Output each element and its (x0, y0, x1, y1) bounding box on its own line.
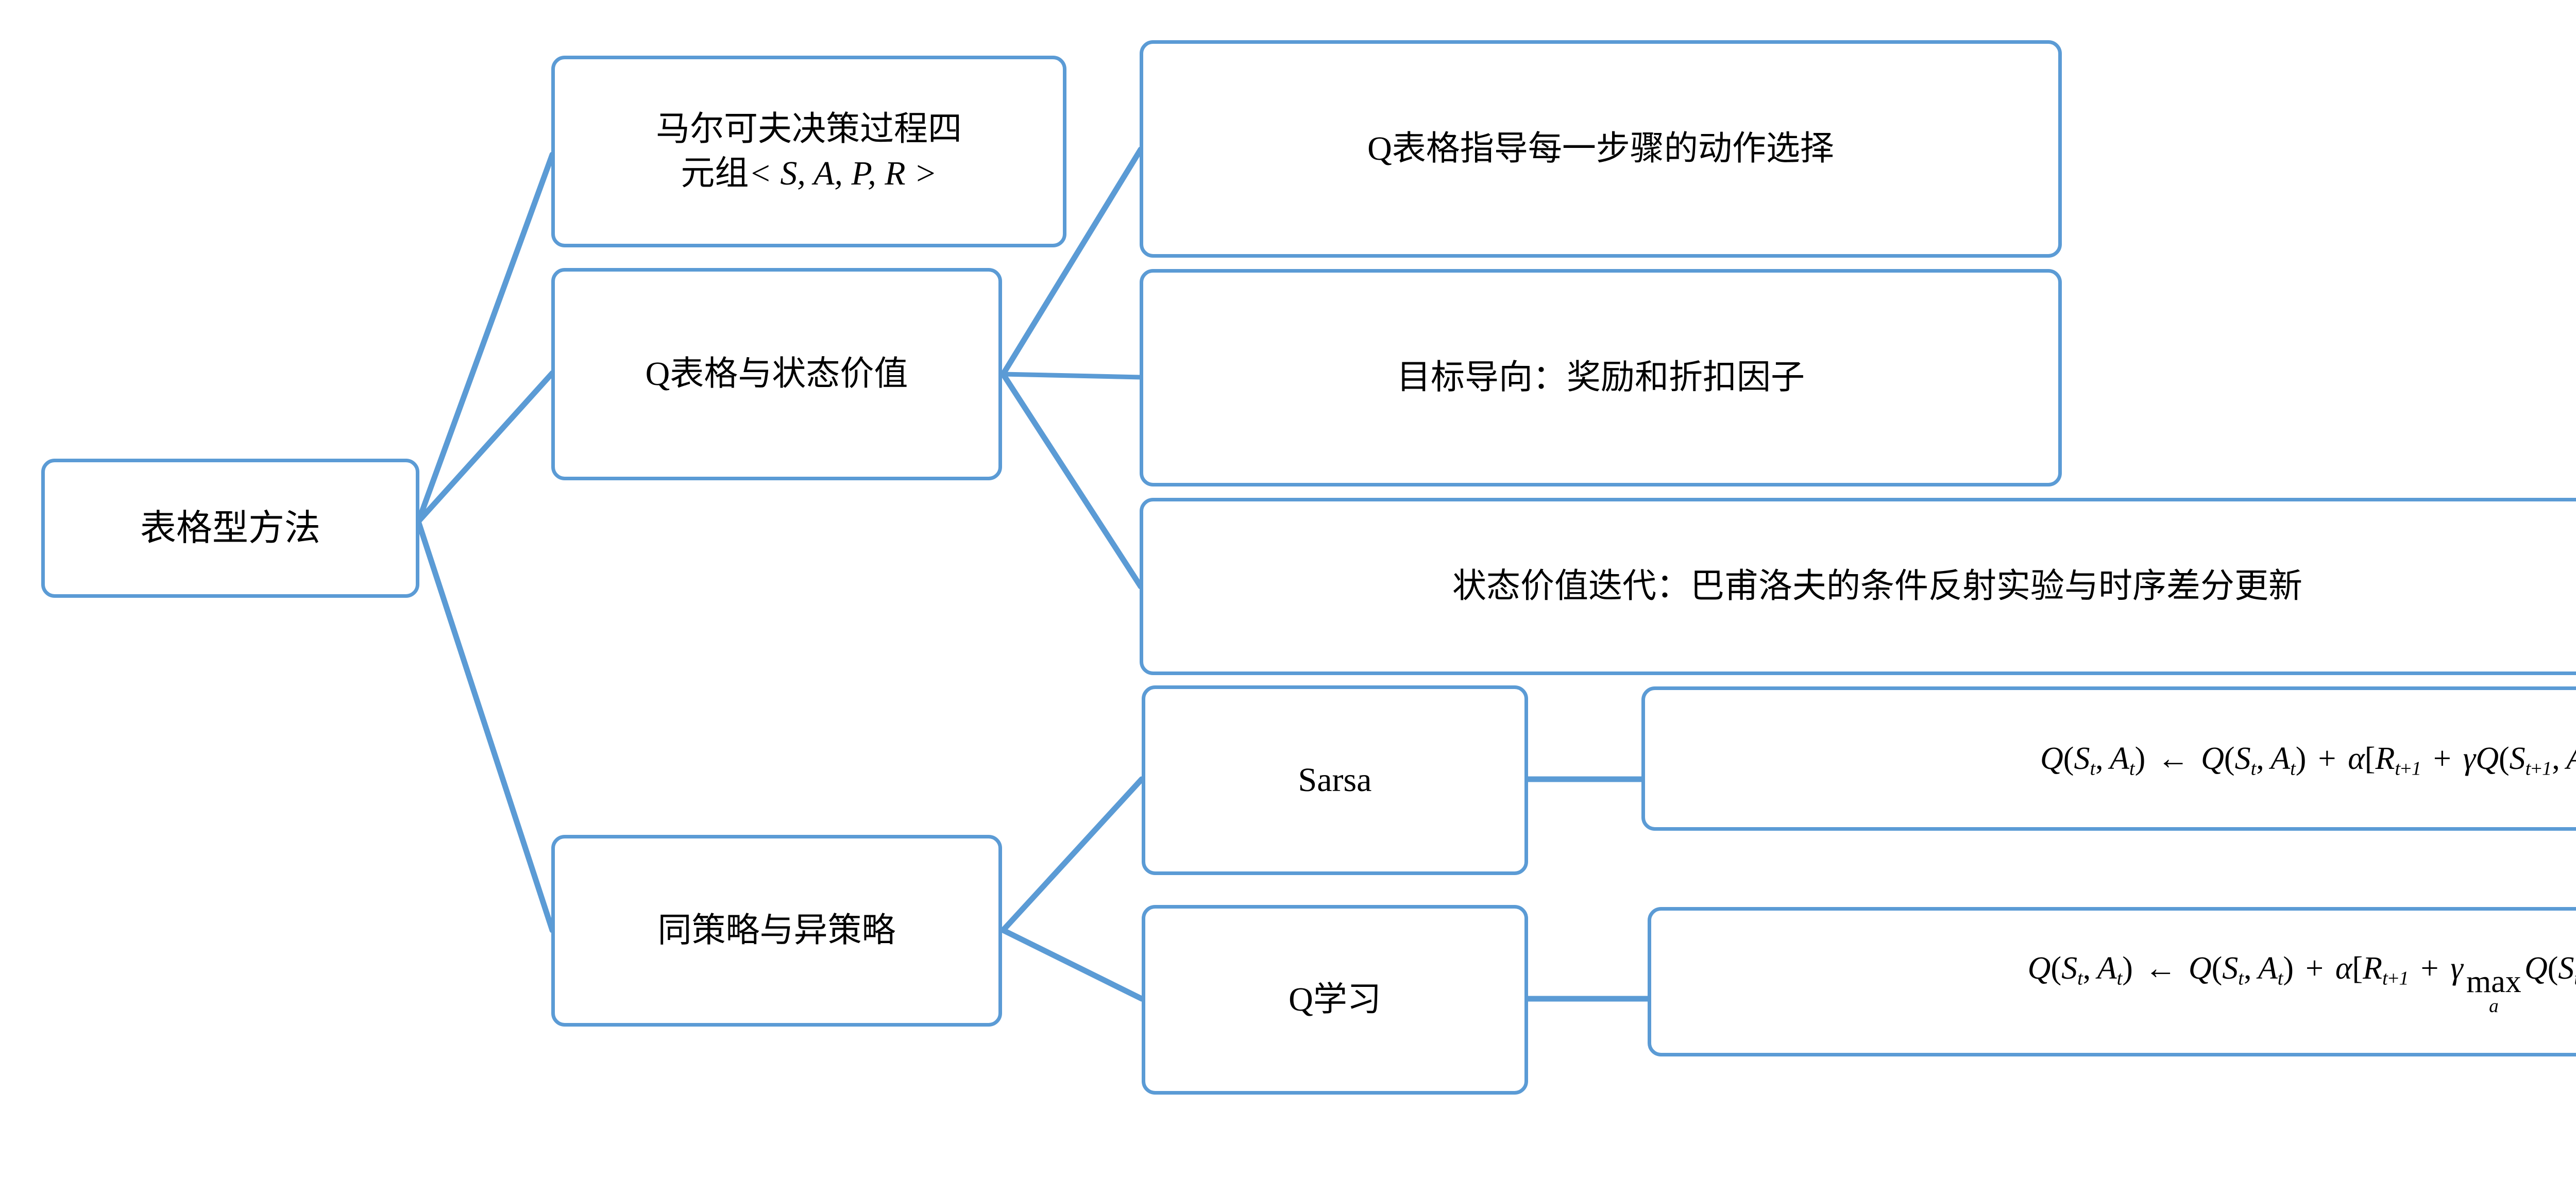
node-q-table-state-value-label: Q表格与状态价值 (645, 355, 908, 393)
link-qtable-to-child2 (1001, 372, 1143, 380)
link-qtable-to-child3 (1000, 371, 1144, 590)
node-value-iteration-label: 状态价值迭代：巴甫洛夫的条件反射实验与时序差分更新 (1452, 567, 2302, 606)
node-q-learning-label: Q学习 (1289, 981, 1381, 1019)
node-mdp-label: 马尔可夫决策过程四 元组< S, A, P, R > (563, 107, 1055, 196)
node-mdp-line2-prefix: 元组 (681, 155, 749, 192)
link-root-to-mdp (415, 152, 555, 525)
link-root-to-policy (415, 518, 555, 933)
link-policy-to-qlearning (1000, 927, 1145, 1002)
node-sarsa-label: Sarsa (1298, 761, 1372, 799)
root-node-label: 表格型方法 (140, 508, 320, 548)
node-on-off-policy-label: 同策略与异策略 (657, 912, 896, 950)
node-mdp[interactable]: 马尔可夫决策过程四 元组< S, A, P, R > (551, 56, 1066, 247)
node-q-guides-action[interactable]: Q表格指导每一步骤的动作选择 (1140, 40, 2062, 258)
link-policy-to-sarsa (1000, 776, 1145, 933)
root-node[interactable]: 表格型方法 (41, 459, 419, 598)
node-value-iteration[interactable]: 状态价值迭代：巴甫洛夫的条件反射实验与时序差分更新 (1140, 498, 2576, 675)
link-qtable-to-child1 (1000, 146, 1144, 377)
node-q-table-state-value[interactable]: Q表格与状态价值 (551, 268, 1002, 480)
node-on-off-policy[interactable]: 同策略与异策略 (551, 835, 1002, 1027)
node-mdp-line1: 马尔可夫决策过程四 (656, 110, 962, 148)
node-sarsa-formula[interactable]: Q(St, At) ← Q(St, At) + α[Rt+1 + γQ(St+1… (1641, 686, 2576, 831)
node-goal-oriented[interactable]: 目标导向：奖励和折扣因子 (1140, 269, 2062, 486)
node-goal-oriented-label: 目标导向：奖励和折扣因子 (1397, 359, 1805, 397)
node-mdp-tuple: < S, A, P, R > (749, 155, 937, 192)
sarsa-formula-expression: Q(St, At) ← Q(St, At) + α[Rt+1 + γQ(St+1… (2040, 741, 2576, 780)
link-root-to-qtable (415, 370, 555, 525)
node-q-learning[interactable]: Q学习 (1142, 905, 1528, 1095)
node-q-guides-action-label: Q表格指导每一步骤的动作选择 (1367, 130, 1834, 168)
node-sarsa[interactable]: Sarsa (1142, 685, 1528, 875)
